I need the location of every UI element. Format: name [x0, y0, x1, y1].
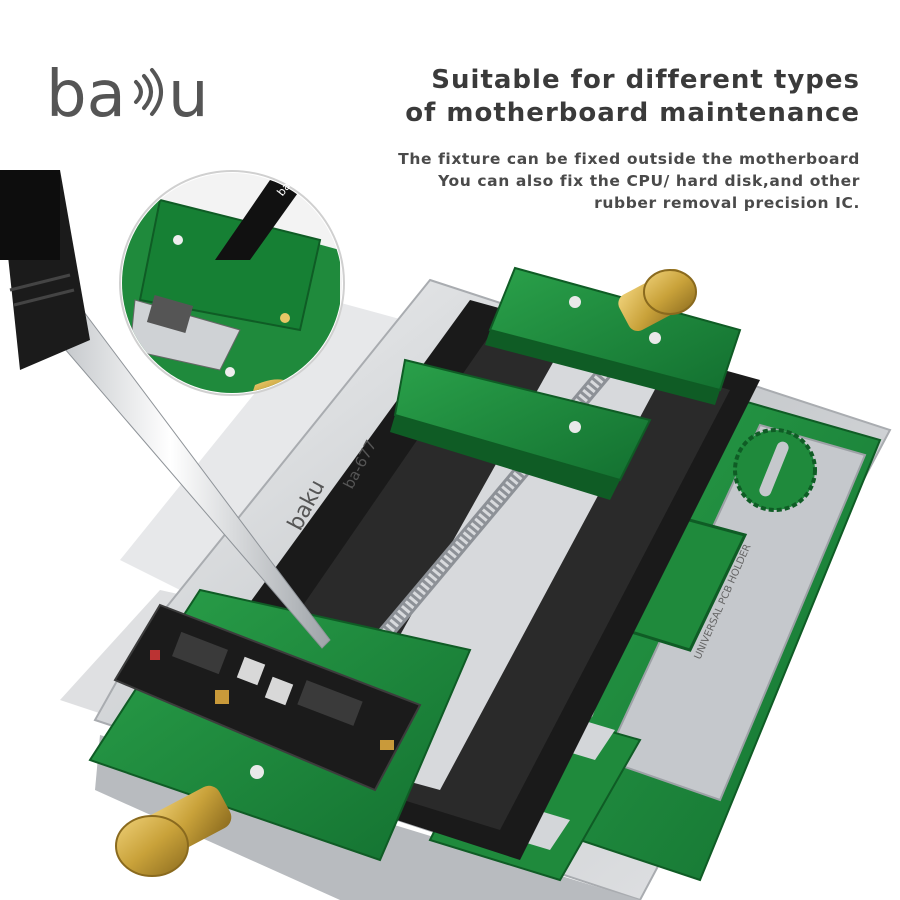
- description: The fixture can be fixed outside the mot…: [340, 148, 860, 214]
- pcb-board: [113, 603, 422, 792]
- bottom-knob: [115, 785, 232, 877]
- description-line-2: You can also fix the CPU/ hard disk,and …: [438, 172, 860, 190]
- logo-wordmark: ba: [46, 58, 126, 132]
- middle-clamp: [390, 358, 652, 500]
- stylus: [0, 170, 331, 649]
- logo-wordmark-end: u: [168, 58, 209, 132]
- description-line-1: The fixture can be fixed outside the mot…: [398, 150, 860, 168]
- detail-inset: ba-04: [119, 166, 345, 396]
- description-line-3: rubber removal precision IC.: [594, 194, 860, 212]
- headline-line-1: Suitable for different types: [431, 65, 860, 95]
- headline: Suitable for different types of motherbo…: [380, 64, 860, 130]
- headline-line-2: of motherboard maintenance: [405, 98, 860, 128]
- top-knob: [618, 268, 697, 332]
- signal-icon: [134, 68, 163, 116]
- brand-logo: ba u: [46, 58, 209, 132]
